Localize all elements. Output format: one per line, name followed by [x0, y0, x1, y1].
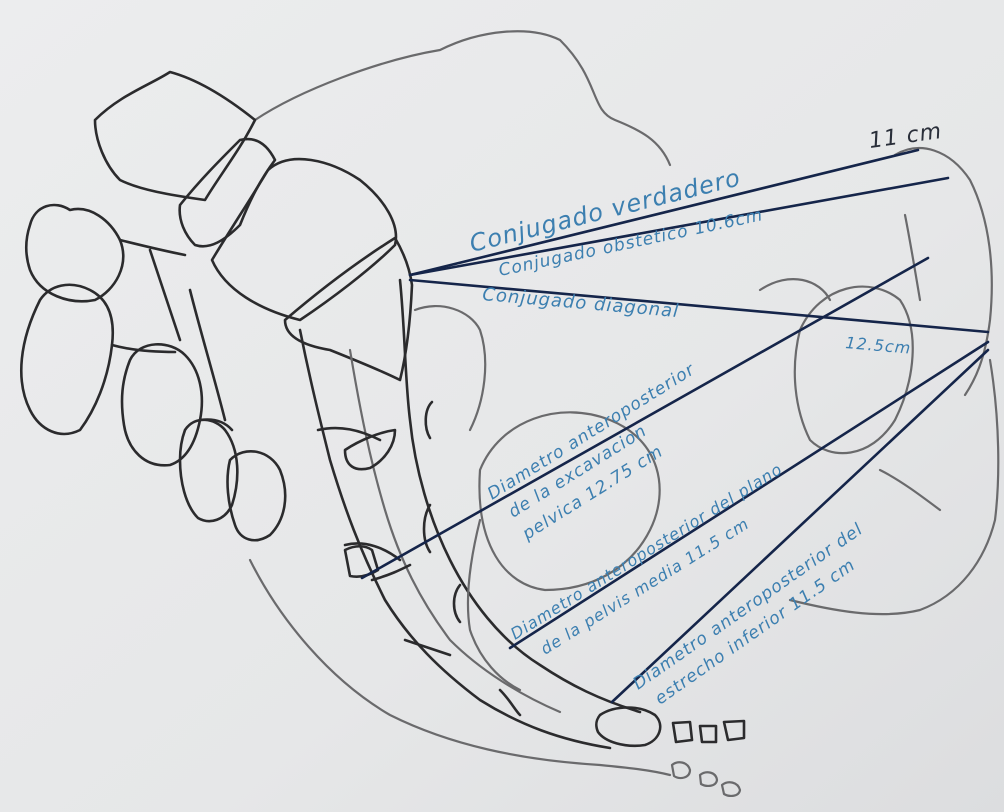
- pelvis-diagram: Conjugado verdadero 11 cm Conjugado obst…: [0, 0, 1004, 812]
